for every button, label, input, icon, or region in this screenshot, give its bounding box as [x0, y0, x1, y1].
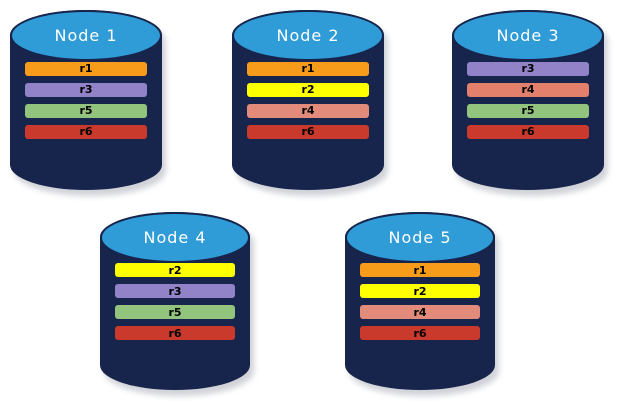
replica-bar[interactable]: r6: [467, 124, 589, 139]
replica-bar[interactable]: r1: [360, 263, 480, 277]
node-label: Node 2: [276, 26, 340, 46]
replica-list: r3 r4 r5 r6: [452, 10, 604, 190]
cylinder-top-ellipse: [10, 10, 162, 62]
cylinder-top-ellipse: [232, 10, 384, 62]
replica-bar[interactable]: r2: [360, 284, 480, 298]
replica-bar[interactable]: r5: [467, 103, 589, 118]
node-label: Node 4: [143, 227, 207, 247]
replica-bar[interactable]: r1: [25, 61, 147, 76]
node-label: Node 3: [496, 26, 560, 46]
database-node-cylinder[interactable]: Node 2 r1 r2 r4 r6: [232, 10, 388, 196]
replica-list: r1 r2 r4 r6: [345, 212, 495, 390]
replica-list: r1 r3 r5 r6: [10, 10, 162, 190]
database-node-cylinder[interactable]: Node 1 r1 r3 r5 r6: [10, 10, 166, 196]
replica-list: r2 r3 r5 r6: [100, 212, 250, 390]
cylinder-top-ellipse: [100, 212, 250, 263]
replica-bar[interactable]: r5: [115, 305, 235, 319]
cylinder-top-ellipse: [345, 212, 495, 263]
replica-bar[interactable]: r5: [25, 103, 147, 118]
database-node-cylinder[interactable]: Node 5 r1 r2 r4 r6: [345, 212, 499, 396]
replica-bar[interactable]: r4: [247, 103, 369, 118]
replica-bar[interactable]: r6: [25, 124, 147, 139]
replica-bar[interactable]: r6: [115, 326, 235, 340]
replica-bar[interactable]: r3: [467, 61, 589, 76]
replica-bar[interactable]: r6: [360, 326, 480, 340]
node-label: Node 5: [388, 227, 452, 247]
node-label: Node 1: [54, 26, 118, 46]
replica-bar[interactable]: r3: [115, 284, 235, 298]
replica-bar[interactable]: r2: [247, 82, 369, 97]
replica-bar[interactable]: r2: [115, 263, 235, 277]
database-node-cylinder[interactable]: Node 3 r3 r4 r5 r6: [452, 10, 608, 196]
replica-bar[interactable]: r4: [360, 305, 480, 319]
replica-bar[interactable]: r3: [25, 82, 147, 97]
replica-bar[interactable]: r4: [467, 82, 589, 97]
replica-list: r1 r2 r4 r6: [232, 10, 384, 190]
replica-bar[interactable]: r1: [247, 61, 369, 76]
replica-bar[interactable]: r6: [247, 124, 369, 139]
cylinder-top-ellipse: [452, 10, 604, 62]
database-node-cylinder[interactable]: Node 4 r2 r3 r5 r6: [100, 212, 254, 396]
